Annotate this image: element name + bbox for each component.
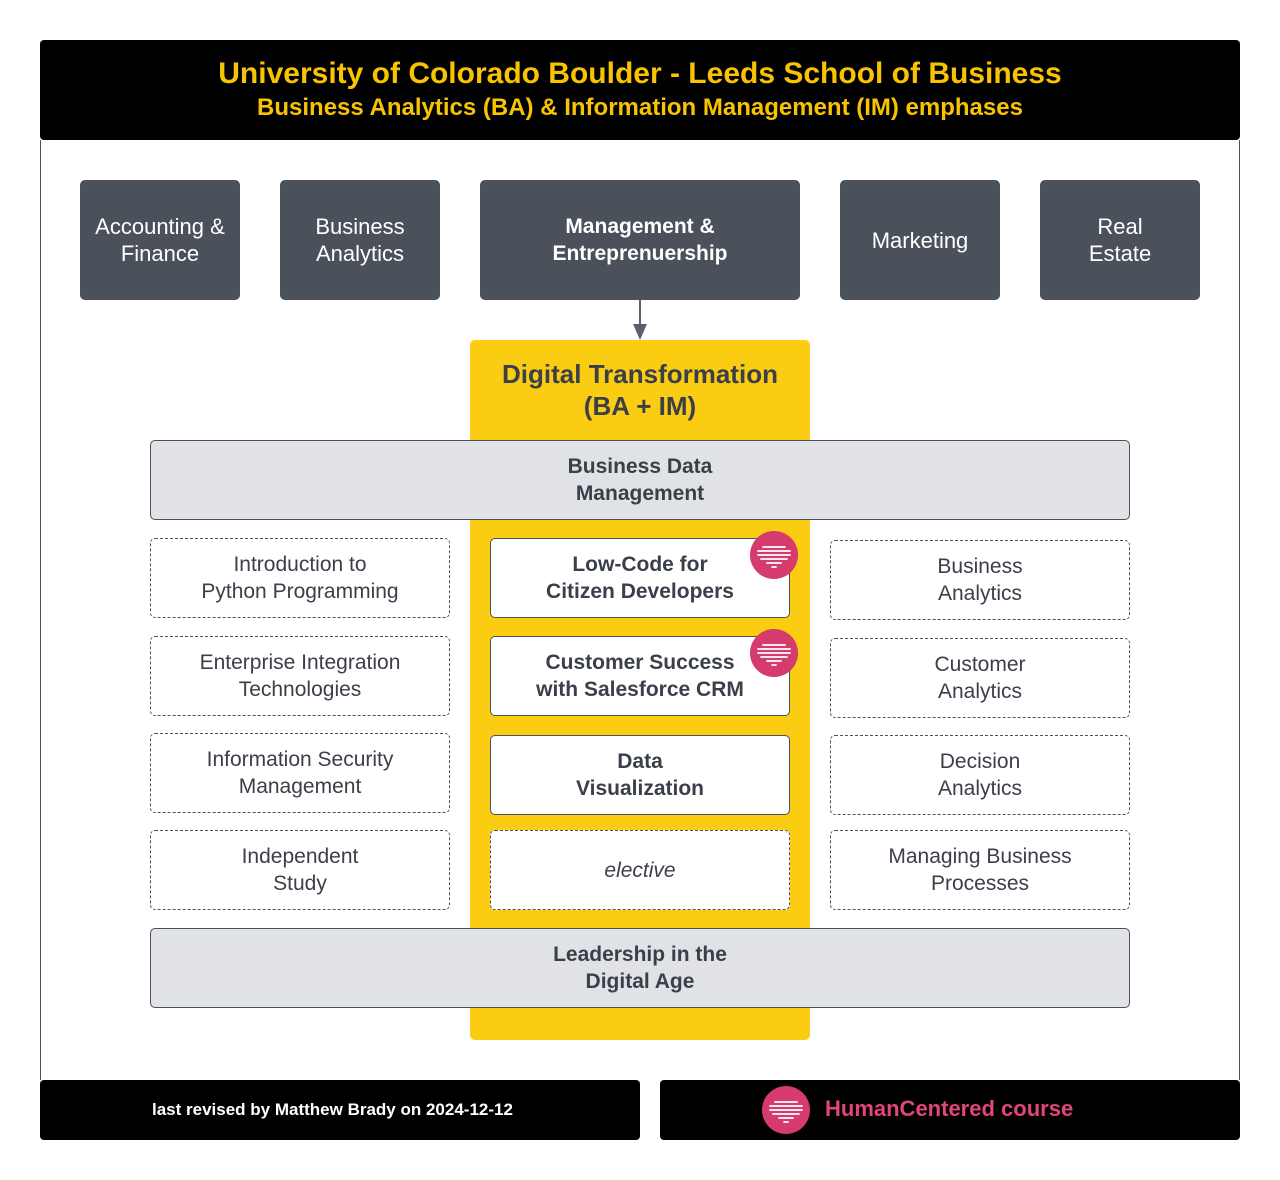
course-label-line1: Customer — [934, 653, 1026, 676]
course-data-visualization: Data Visualization — [490, 735, 790, 815]
course-enterprise-integration: Enterprise Integration Technologies — [150, 636, 450, 716]
course-label-line1: Customer Success — [545, 651, 735, 674]
course-business-analytics: Business Analytics — [830, 540, 1130, 620]
course-customer-analytics: Customer Analytics — [830, 638, 1130, 718]
course-label-line1: Introduction to — [233, 553, 367, 576]
emphasis-marketing: Marketing — [840, 180, 1000, 300]
course-label-line2: with Salesforce CRM — [536, 678, 744, 701]
dt-title-line2: (BA + IM) — [583, 391, 697, 421]
course-label-line1: Managing Business — [888, 845, 1072, 868]
emphasis-label-line2: Estate — [1088, 241, 1152, 266]
course-customer-success-salesforce: Customer Success with Salesforce CRM — [490, 636, 790, 716]
course-label-line2: Study — [273, 872, 327, 895]
emphasis-label-line1: Marketing — [871, 227, 969, 253]
course-low-code: Low-Code for Citizen Developers — [490, 538, 790, 618]
header-banner: University of Colorado Boulder - Leeds S… — [40, 40, 1240, 140]
course-label-line2: Python Programming — [201, 580, 399, 603]
course-label-line2: Analytics — [937, 680, 1023, 703]
dt-title-line1: Digital Transformation — [502, 359, 778, 389]
arrow-down-icon — [633, 300, 647, 340]
course-label-line1: Low-Code for — [572, 553, 708, 576]
emphasis-label-line2: Entreprenuership — [552, 242, 728, 265]
course-label-line1: Data — [617, 750, 663, 773]
course-label-line1: Enterprise Integration — [199, 651, 401, 674]
course-label-line2: Analytics — [937, 777, 1023, 800]
emphasis-label-line1: Accounting & — [95, 214, 225, 239]
emphasis-business-analytics: Business Analytics — [280, 180, 440, 300]
emphasis-management-entrepreneurship: Management & Entreprenuership — [480, 180, 800, 300]
humancentered-icon — [750, 531, 798, 579]
humancentered-icon — [750, 629, 798, 677]
page-subtitle: Business Analytics (BA) & Information Ma… — [257, 94, 1023, 121]
page-title: University of Colorado Boulder - Leeds S… — [218, 57, 1062, 90]
digital-transformation-title: Digital Transformation (BA + IM) — [470, 340, 810, 440]
course-label-line1: Business — [937, 555, 1023, 578]
course-elective: elective — [490, 830, 790, 910]
course-label-line1: Independent — [241, 845, 359, 868]
course-managing-business-processes: Managing Business Processes — [830, 830, 1130, 910]
business-data-management-bar: Business Data Management — [150, 440, 1130, 520]
course-label-line2: Visualization — [576, 777, 704, 800]
course-independent-study: Independent Study — [150, 830, 450, 910]
bar-label-line2: Digital Age — [585, 970, 695, 993]
humancentered-icon — [762, 1086, 810, 1134]
footer-legend: HumanCentered course — [660, 1080, 1240, 1140]
bar-label-line2: Management — [575, 482, 705, 505]
footer-revision: last revised by Matthew Brady on 2024-12… — [40, 1080, 640, 1140]
emphasis-accounting-finance: Accounting & Finance — [80, 180, 240, 300]
course-label-line1: Information Security — [206, 748, 394, 771]
legend-label: HumanCentered course — [825, 1096, 1074, 1121]
bar-label-line1: Leadership in the — [553, 943, 727, 966]
emphasis-label-line1: Management & — [565, 215, 715, 238]
emphasis-label-line1: Business — [315, 214, 405, 239]
course-information-security: Information Security Management — [150, 733, 450, 813]
course-label-line2: Analytics — [937, 582, 1023, 605]
course-label-line2: Citizen Developers — [546, 580, 734, 603]
course-intro-python: Introduction to Python Programming — [150, 538, 450, 618]
leadership-digital-age-bar: Leadership in the Digital Age — [150, 928, 1130, 1008]
emphasis-label-line2: Analytics — [315, 241, 405, 266]
course-label-line2: Technologies — [238, 678, 362, 701]
revision-text: last revised by Matthew Brady on 2024-12… — [152, 1100, 513, 1119]
course-decision-analytics: Decision Analytics — [830, 735, 1130, 815]
emphasis-real-estate: Real Estate — [1040, 180, 1200, 300]
course-label-line1: Decision — [939, 750, 1021, 773]
emphasis-label-line1: Real — [1097, 214, 1143, 239]
course-label-line1: elective — [604, 858, 676, 882]
bar-label-line1: Business Data — [567, 455, 713, 478]
course-label-line2: Processes — [930, 872, 1030, 895]
course-label-line2: Management — [238, 775, 362, 798]
emphasis-label-line2: Finance — [120, 241, 200, 266]
